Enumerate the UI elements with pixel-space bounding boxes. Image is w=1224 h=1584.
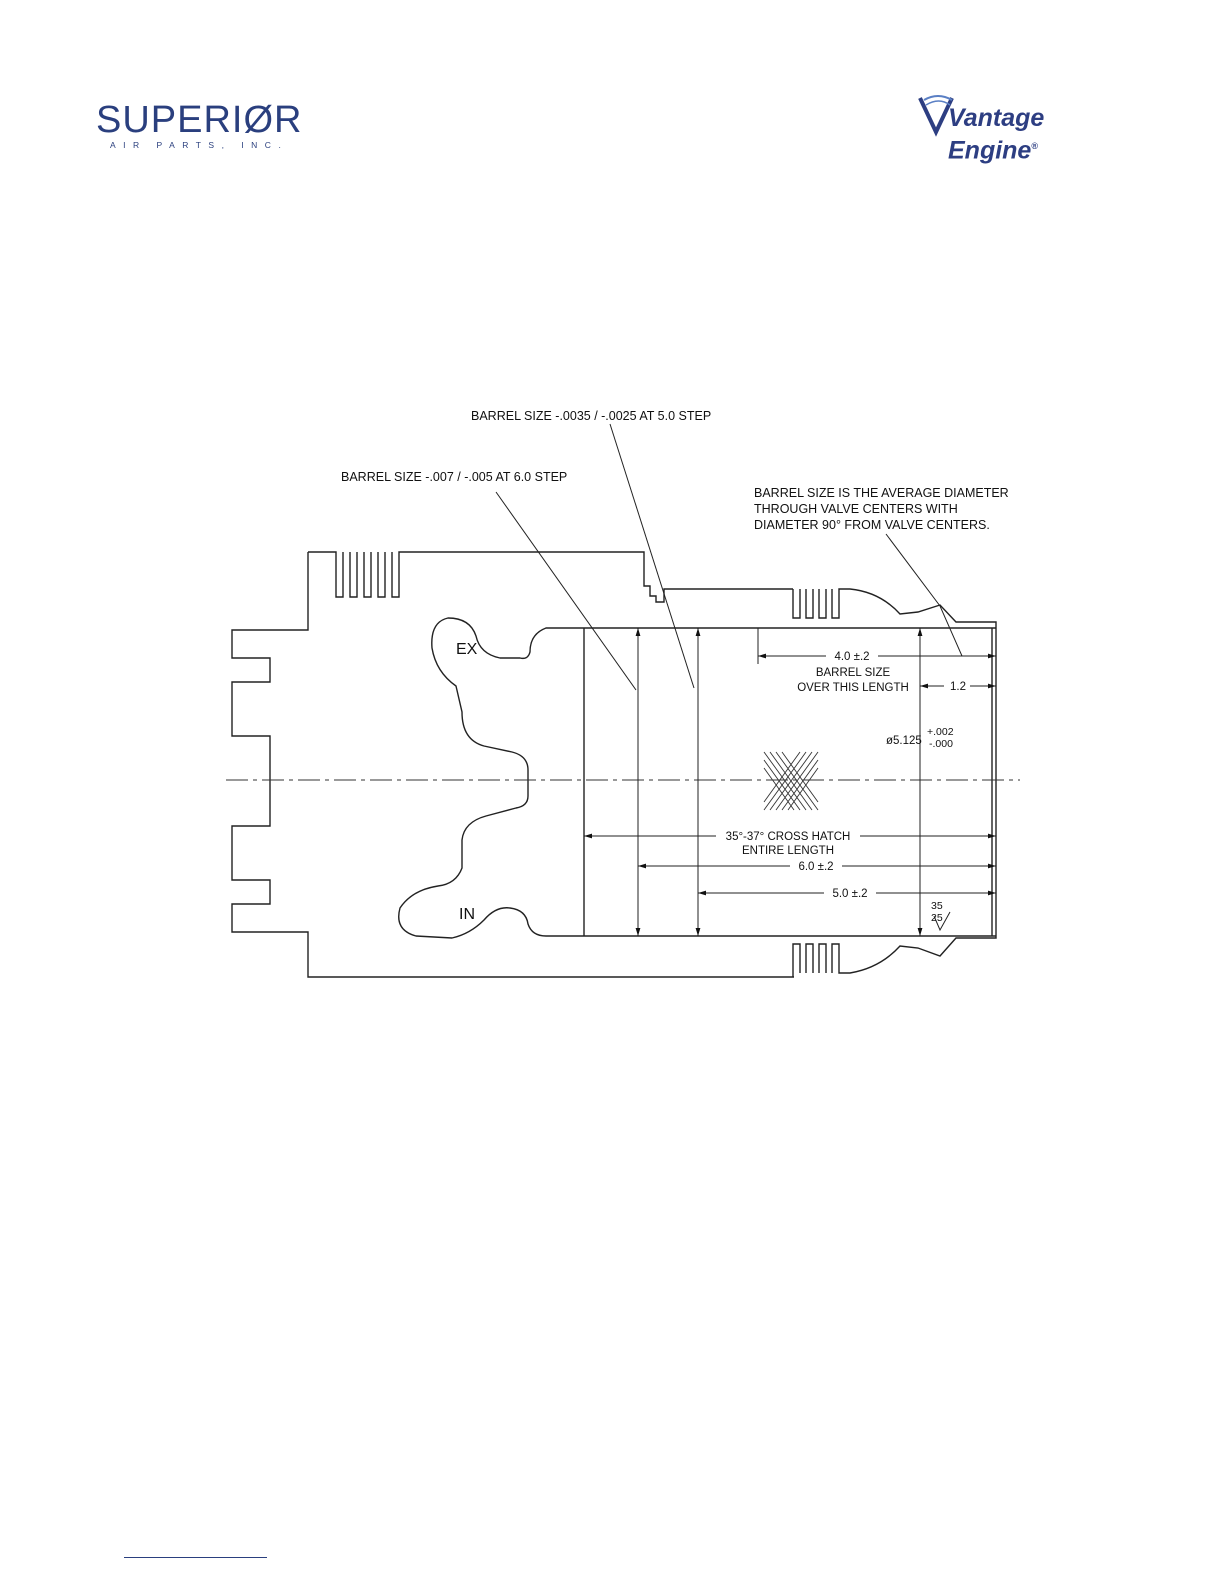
dim-cross-hatch-2: ENTIRE LENGTH	[742, 845, 834, 857]
note-barrel-5-step: BARREL SIZE -.0035 / -.0025 AT 5.0 STEP	[471, 409, 711, 423]
finish-upper: 35	[931, 900, 943, 912]
cross-hatch-symbol	[763, 751, 819, 811]
superior-logo-wordmark: SUPERIØR	[96, 99, 303, 141]
note-barrel-definition-line-3: DIAMETER 90° FROM VALVE CENTERS.	[754, 518, 990, 532]
vantage-swoosh-icon	[918, 95, 954, 137]
dim-barrel-size-label-2: OVER THIS LENGTH	[797, 682, 909, 694]
note-barrel-definition-line-2: THROUGH VALVE CENTERS WITH	[754, 502, 958, 516]
dim-barrel-size-label-1: BARREL SIZE	[816, 667, 891, 679]
dim-step-5: 5.0 ±.2	[832, 888, 867, 900]
note-barrel-definition-line-1: BARREL SIZE IS THE AVERAGE DIAMETER	[754, 486, 1009, 500]
intake-port-label: IN	[459, 906, 475, 923]
superior-air-parts-logo: SUPERIØR AIR PARTS, INC.	[96, 100, 326, 155]
leader-lines	[495, 423, 963, 691]
dim-step-6: 6.0 ±.2	[798, 861, 833, 873]
footer-rule	[124, 1557, 267, 1558]
dim-bore-tol-plus: +.002	[927, 726, 954, 738]
vantage-engine-logo: Vantage Engine®	[916, 92, 1136, 164]
superior-logo-subtext: AIR PARTS, INC.	[110, 140, 289, 150]
dim-edge-offset: 1.2	[950, 681, 966, 693]
cylinder-outline	[231, 551, 997, 978]
note-barrel-6-step: BARREL SIZE -.007 / -.005 AT 6.0 STEP	[341, 470, 567, 484]
vantage-logo-wordmark: Vantage Engine®	[948, 104, 1136, 164]
dimension-lines	[584, 653, 996, 932]
vantage-logo-text: Vantage Engine	[948, 104, 1045, 165]
dim-barrel-length: 4.0 ±.2	[834, 651, 869, 663]
dim-bore-tol-minus: -.000	[929, 738, 953, 750]
exhaust-port-label: EX	[456, 641, 478, 658]
registered-mark: ®	[1031, 141, 1038, 151]
finish-lower: 25	[931, 912, 943, 924]
dim-cross-hatch-1: 35°-37° CROSS HATCH	[726, 831, 851, 843]
dim-bore-diameter: ø5.125	[886, 735, 922, 747]
